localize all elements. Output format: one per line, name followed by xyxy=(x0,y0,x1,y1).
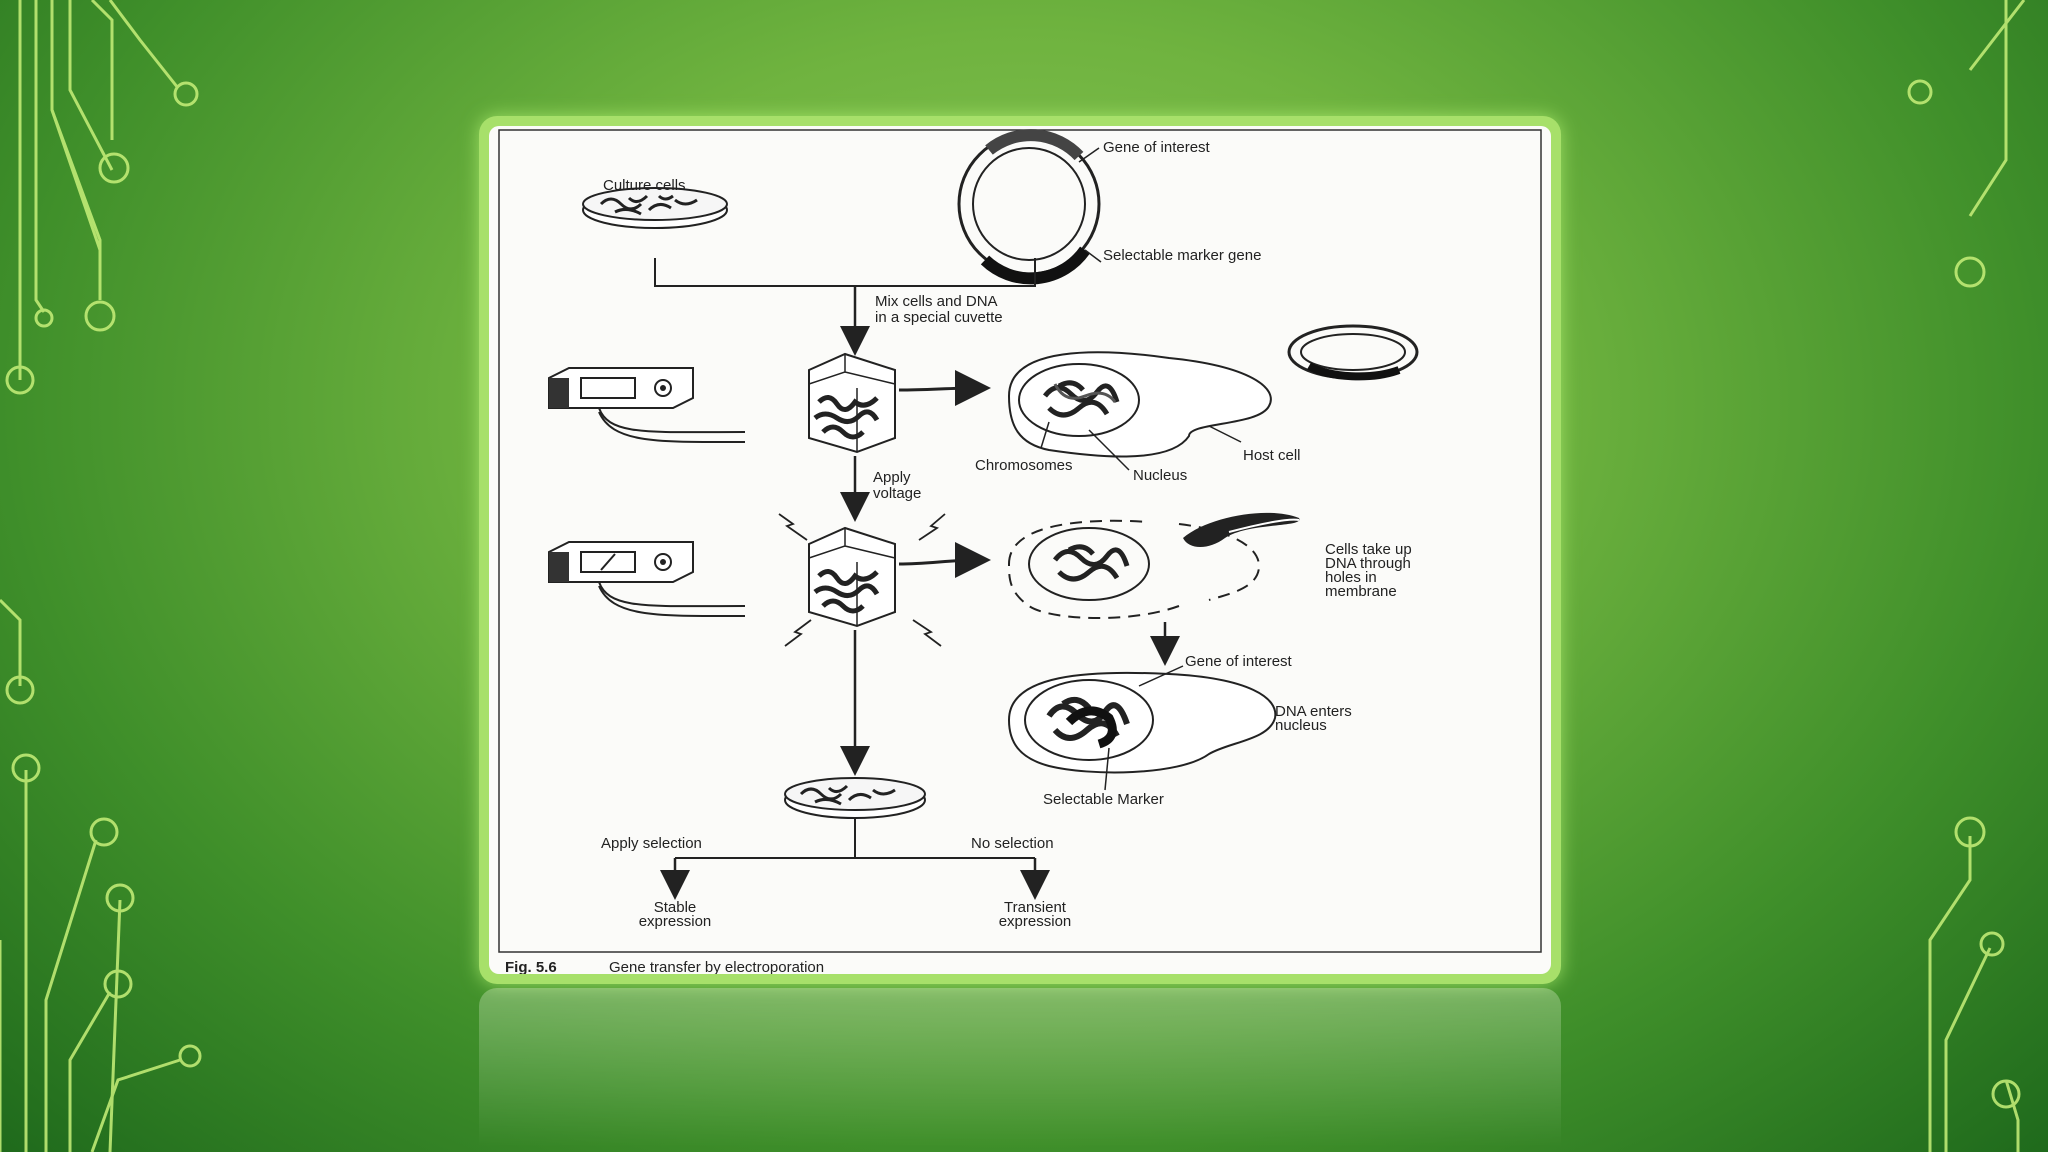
figure-title: Gene transfer by electroporation xyxy=(609,959,824,974)
reflection-surface xyxy=(479,988,1561,1148)
label-stable-line2: expression xyxy=(639,913,712,930)
label-host-cell: Host cell xyxy=(1243,447,1301,464)
label-apply-line2: voltage xyxy=(873,485,921,502)
label-apply-line1: Apply xyxy=(873,469,911,486)
label-culture-cells: Culture cells xyxy=(603,177,686,194)
figure-card: Culture cells Gene of interest Selectabl… xyxy=(479,116,1561,984)
plasmid-free xyxy=(1287,324,1419,381)
label-selectable-marker-gene: Selectable marker gene xyxy=(1103,247,1261,264)
cuvette-1 xyxy=(808,352,896,454)
label-uptake-line3: holes in xyxy=(1325,569,1377,586)
plasmid-top xyxy=(957,129,1101,285)
host-cell-transformed xyxy=(1007,671,1277,774)
label-uptake-line2: DNA through xyxy=(1325,555,1411,572)
label-dna-enters-line1: DNA enters xyxy=(1275,703,1352,720)
culture-dish-top xyxy=(582,187,728,229)
host-cell-permeable xyxy=(1008,512,1300,620)
label-mix-line1: Mix cells and DNA xyxy=(875,293,998,310)
label-mix-line2: in a special cuvette xyxy=(875,309,1003,326)
label-transient-line1: Transient xyxy=(1004,899,1067,916)
label-dna-enters-line2: nucleus xyxy=(1275,717,1327,734)
label-nucleus: Nucleus xyxy=(1133,467,1187,484)
culture-dish-bottom xyxy=(784,777,926,819)
label-stable-line1: Stable xyxy=(654,899,697,916)
spark-icon xyxy=(778,513,946,647)
label-chromosomes: Chromosomes xyxy=(975,457,1073,474)
cuvette-2 xyxy=(808,526,896,628)
electroporation-diagram: Culture cells Gene of interest Selectabl… xyxy=(498,129,1542,974)
card-reflection xyxy=(479,988,1561,1152)
label-gene-of-interest-top: Gene of interest xyxy=(1103,139,1211,156)
label-selectable-marker: Selectable Marker xyxy=(1043,791,1164,808)
figure-label: Fig. 5.6 xyxy=(505,959,557,974)
label-uptake-line4: membrane xyxy=(1325,583,1397,600)
host-cell-1 xyxy=(1007,351,1272,458)
label-apply-selection: Apply selection xyxy=(601,835,702,852)
label-gene-of-interest-bottom: Gene of interest xyxy=(1185,653,1293,670)
label-uptake-line1: Cells take up xyxy=(1325,541,1412,558)
label-transient-line2: expression xyxy=(999,913,1072,930)
power-supply-1 xyxy=(548,367,694,409)
label-no-selection: No selection xyxy=(971,835,1054,852)
power-supply-2 xyxy=(548,541,694,583)
figure-panel: Culture cells Gene of interest Selectabl… xyxy=(489,126,1551,974)
